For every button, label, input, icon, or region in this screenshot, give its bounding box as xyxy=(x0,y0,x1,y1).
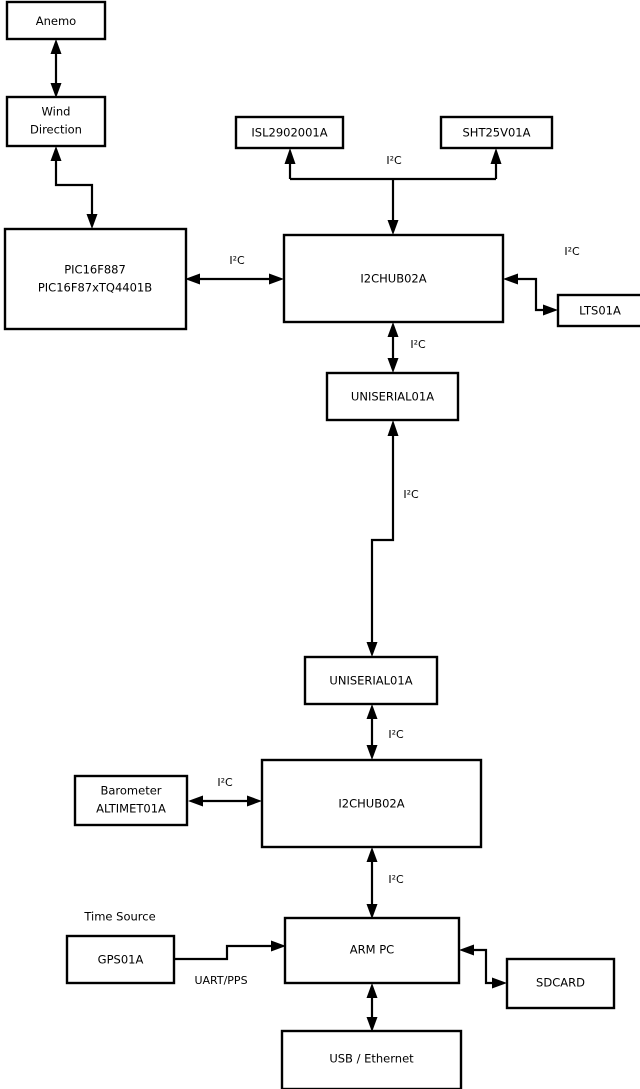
arrow-head-down xyxy=(366,745,378,760)
arrow-head-down xyxy=(366,1017,378,1032)
node-arm-pc[interactable]: ARM PC xyxy=(283,916,461,985)
node-anemo[interactable]: Anemo xyxy=(5,0,107,41)
node-i2chub02a-upper-box[interactable] xyxy=(282,233,505,324)
node-wind-direction-label-line1: Wind xyxy=(42,105,71,119)
node-i2chub02a-upper-label: I2CHUB02A xyxy=(360,272,426,286)
arrow-head-up xyxy=(387,420,399,436)
node-arm-pc-label: ARM PC xyxy=(350,943,394,957)
edge-anemo-wind xyxy=(50,39,62,98)
node-pic-label-line1: PIC16F887 xyxy=(64,263,126,277)
edge-label-i2c: I²C xyxy=(388,728,404,741)
arrow-head-up xyxy=(387,322,399,337)
arrow-head-right xyxy=(543,304,558,316)
edge-armpc-sdcard xyxy=(459,944,507,989)
arrow-head-left xyxy=(185,273,200,285)
arrow-head-right xyxy=(492,977,507,989)
edge-label-i2c: I²C xyxy=(386,154,402,167)
arrow-head-left xyxy=(459,944,474,956)
edge-label-i2c: I²C xyxy=(564,245,580,258)
node-i2chub02a-upper[interactable]: I2CHUB02A xyxy=(282,233,505,324)
edge-label-i2c: I²C xyxy=(217,776,233,789)
node-gps01a-box[interactable] xyxy=(65,934,176,985)
edge-hub1-lts: I²C xyxy=(503,245,580,316)
node-i2chub02a-lower-label: I2CHUB02A xyxy=(338,797,404,811)
node-pic-box[interactable] xyxy=(3,227,188,331)
node-uniserial01a-lower-label: UNISERIAL01A xyxy=(329,674,412,688)
edge-armpc-usbeth xyxy=(366,983,378,1032)
edge-label-uart-pps: UART/PPS xyxy=(194,974,247,987)
edge-barometer-hub2: I²C xyxy=(188,776,262,807)
time-source-label: Time Source xyxy=(83,910,155,924)
arrow-head-left xyxy=(188,795,203,807)
node-sdcard-box[interactable] xyxy=(505,957,616,1010)
node-wind-direction-box[interactable] xyxy=(5,95,107,148)
edge-pic-hub1: I²C xyxy=(185,254,284,285)
node-sht25v01a-box[interactable] xyxy=(439,115,554,150)
node-pic-label-line2: PIC16F87xTQ4401B xyxy=(38,281,152,295)
edge-label-i2c: I²C xyxy=(229,254,245,267)
edge-hub1-sensors: I²C xyxy=(284,148,502,235)
node-usb-ethernet[interactable]: USB / Ethernet xyxy=(280,1029,463,1089)
node-anemo-box[interactable] xyxy=(5,0,107,41)
node-usb-ethernet-box[interactable] xyxy=(280,1029,463,1089)
node-i2chub02a-lower-box[interactable] xyxy=(260,758,483,849)
node-uniserial01a-upper-box[interactable] xyxy=(325,371,460,422)
node-wind-direction-label-line2: Direction xyxy=(30,123,82,137)
node-isl2902001a-box[interactable] xyxy=(234,115,345,150)
edge-label-i2c: I²C xyxy=(410,338,426,351)
edge-uniserial2-hub2: I²C xyxy=(366,704,404,760)
arrow-head-left xyxy=(503,273,518,285)
arrow-head-down xyxy=(366,642,378,657)
node-barometer-label-line2: ALTIMET01A xyxy=(96,802,166,816)
edge-label-i2c: I²C xyxy=(388,873,404,886)
node-gps01a[interactable]: GPS01A xyxy=(65,934,176,985)
node-sdcard-label: SDCARD xyxy=(536,976,585,990)
node-gps01a-label: GPS01A xyxy=(98,953,144,967)
node-uniserial01a-upper-label: UNISERIAL01A xyxy=(351,390,434,404)
node-arm-pc-box[interactable] xyxy=(283,916,461,985)
node-barometer-box[interactable] xyxy=(73,774,189,827)
arrow-head-right xyxy=(271,940,286,952)
node-sht25v01a[interactable]: SHT25V01A xyxy=(439,115,554,150)
node-i2chub02a-lower[interactable]: I2CHUB02A xyxy=(260,758,483,849)
arrow-head-up xyxy=(490,148,502,164)
node-barometer[interactable]: Barometer ALTIMET01A xyxy=(73,774,189,827)
arrow-head-up xyxy=(284,148,296,164)
node-uniserial01a-upper[interactable]: UNISERIAL01A xyxy=(325,371,460,422)
arrow-head-up xyxy=(366,704,378,719)
arrow-head-up xyxy=(366,847,378,862)
arrow-head-up xyxy=(50,146,62,161)
edge-hub1-uniserial1: I²C xyxy=(387,322,426,373)
node-lts01a-box[interactable] xyxy=(556,293,640,328)
arrow-head-right xyxy=(269,273,284,285)
node-usb-ethernet-label: USB / Ethernet xyxy=(329,1052,414,1066)
edge-gps-armpc: UART/PPS xyxy=(174,940,286,987)
arrow-head-down xyxy=(387,358,399,373)
arrow-head-up xyxy=(50,39,62,54)
node-barometer-label-line1: Barometer xyxy=(100,784,161,798)
node-wind-direction[interactable]: Wind Direction xyxy=(5,95,107,148)
arrow-head-down xyxy=(86,214,98,229)
node-sht25v01a-label: SHT25V01A xyxy=(463,126,531,140)
edge-label-i2c: I²C xyxy=(403,488,419,501)
node-lts01a-label: LTS01A xyxy=(579,304,621,318)
node-anemo-label: Anemo xyxy=(36,14,76,28)
node-lts01a[interactable]: LTS01A xyxy=(556,293,640,328)
arrow-head-down xyxy=(387,220,399,235)
edge-wind-pic xyxy=(50,146,98,229)
edge-hub2-armpc: I²C xyxy=(366,847,404,919)
node-uniserial01a-lower-box[interactable] xyxy=(303,655,439,706)
node-sdcard[interactable]: SDCARD xyxy=(505,957,616,1010)
node-uniserial01a-lower[interactable]: UNISERIAL01A xyxy=(303,655,439,706)
arrow-head-down xyxy=(366,904,378,919)
node-pic[interactable]: PIC16F887 PIC16F87xTQ4401B xyxy=(3,227,188,331)
node-isl2902001a-label: ISL2902001A xyxy=(251,126,327,140)
arrow-head-up xyxy=(366,983,378,998)
node-isl2902001a[interactable]: ISL2902001A xyxy=(234,115,345,150)
arrow-head-down xyxy=(50,83,62,98)
edge-uniserial1-uniserial2: I²C xyxy=(366,420,419,657)
arrow-head-right xyxy=(247,795,262,807)
